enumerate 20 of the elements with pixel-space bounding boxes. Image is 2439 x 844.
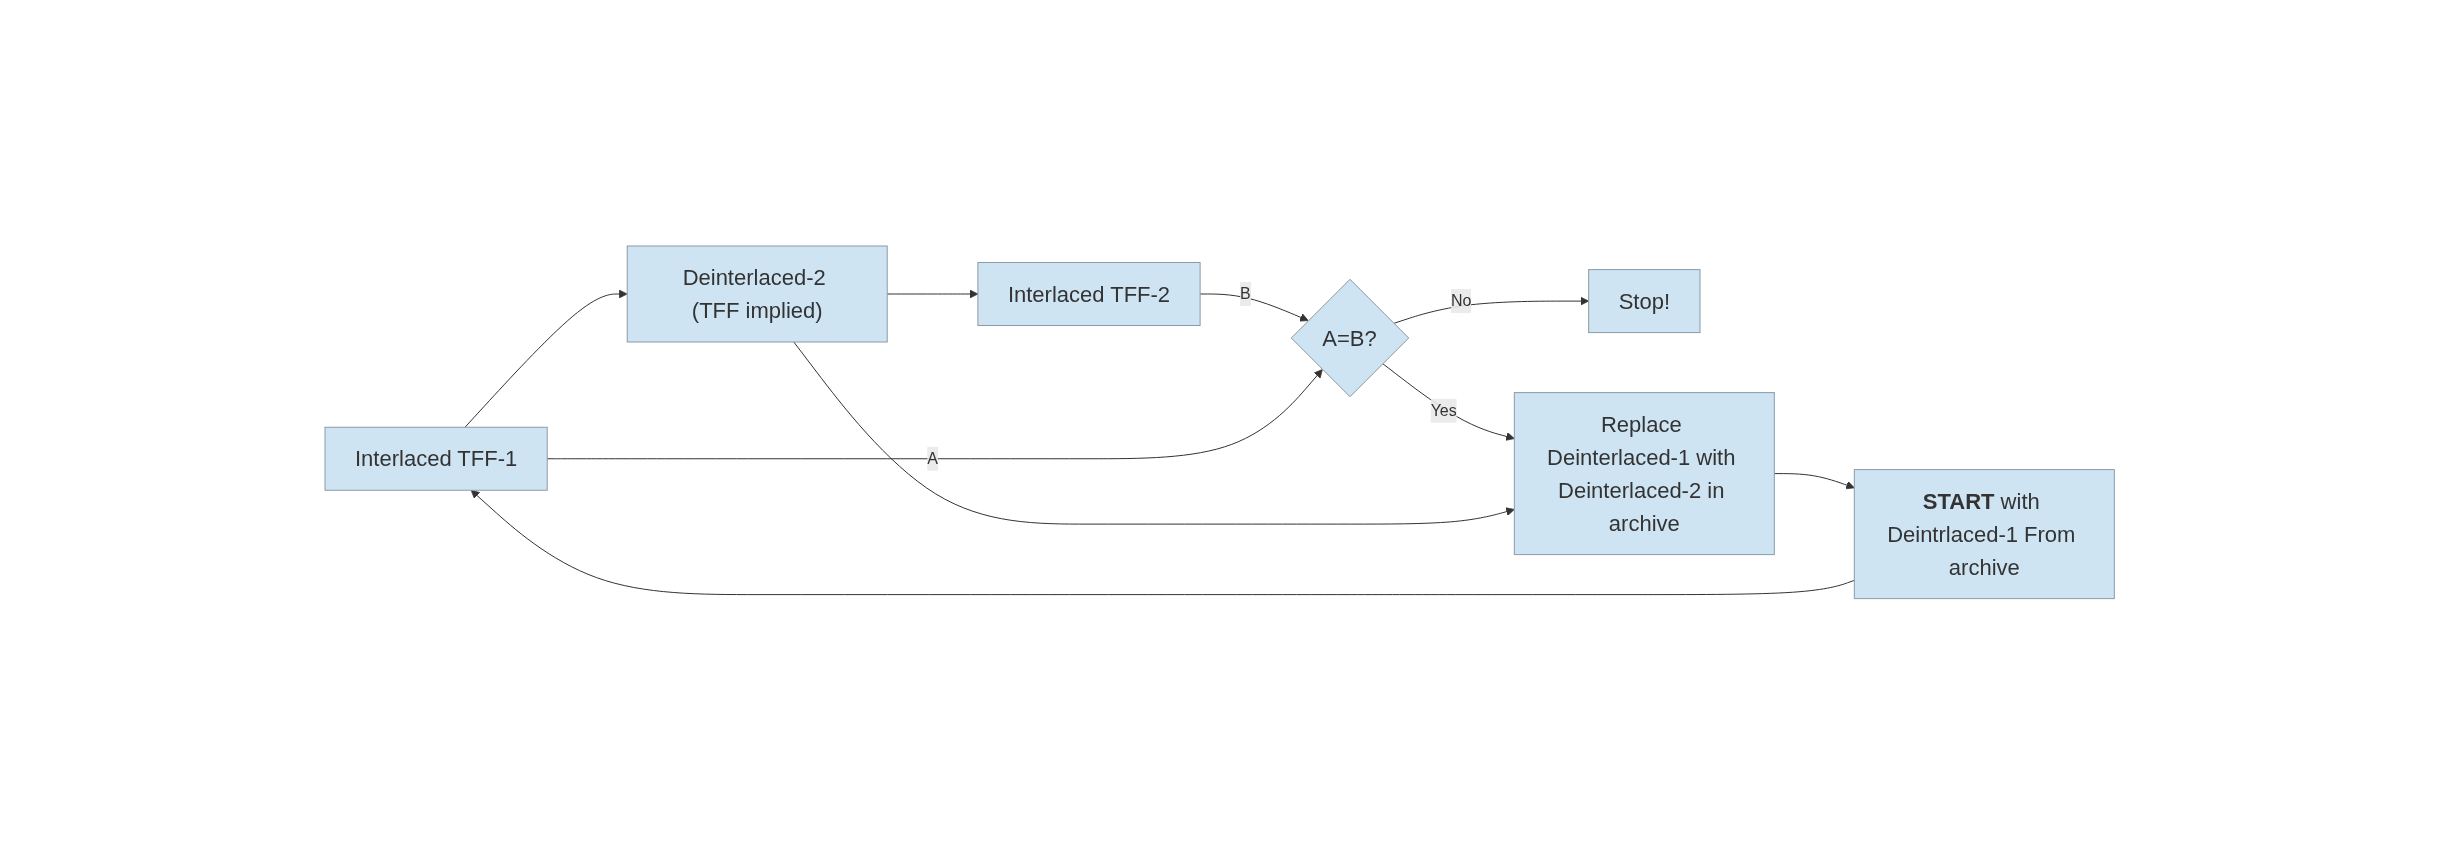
node-box: Interlaced TFF-2 bbox=[977, 261, 1201, 326]
arrow bbox=[793, 341, 1515, 525]
node-box: Replace Deinterlaced-1 with Deinterlaced-2 in archive bbox=[1513, 391, 1775, 555]
node-box: START with Deintrlaced-1 From archive bbox=[1853, 468, 2115, 599]
node-box: Stop! bbox=[1587, 268, 1701, 333]
node-box: Deinterlaced-2 (TFF implied) bbox=[626, 245, 888, 343]
node-box: Interlaced TFF-1 bbox=[324, 426, 548, 491]
edge-label: Yes bbox=[1430, 401, 1457, 419]
edge-label: No bbox=[1450, 291, 1472, 309]
edge-label: A bbox=[927, 449, 938, 467]
arrow bbox=[1381, 362, 1515, 441]
arrow bbox=[1773, 472, 1855, 489]
arrow bbox=[464, 289, 628, 428]
arrow bbox=[1199, 293, 1309, 322]
edge-label: B bbox=[1239, 284, 1251, 302]
arrow bbox=[470, 489, 1855, 595]
arrow bbox=[886, 289, 979, 299]
node-diamond: A=B? bbox=[1290, 278, 1410, 397]
arrow bbox=[1393, 296, 1589, 324]
arrow bbox=[546, 368, 1323, 459]
